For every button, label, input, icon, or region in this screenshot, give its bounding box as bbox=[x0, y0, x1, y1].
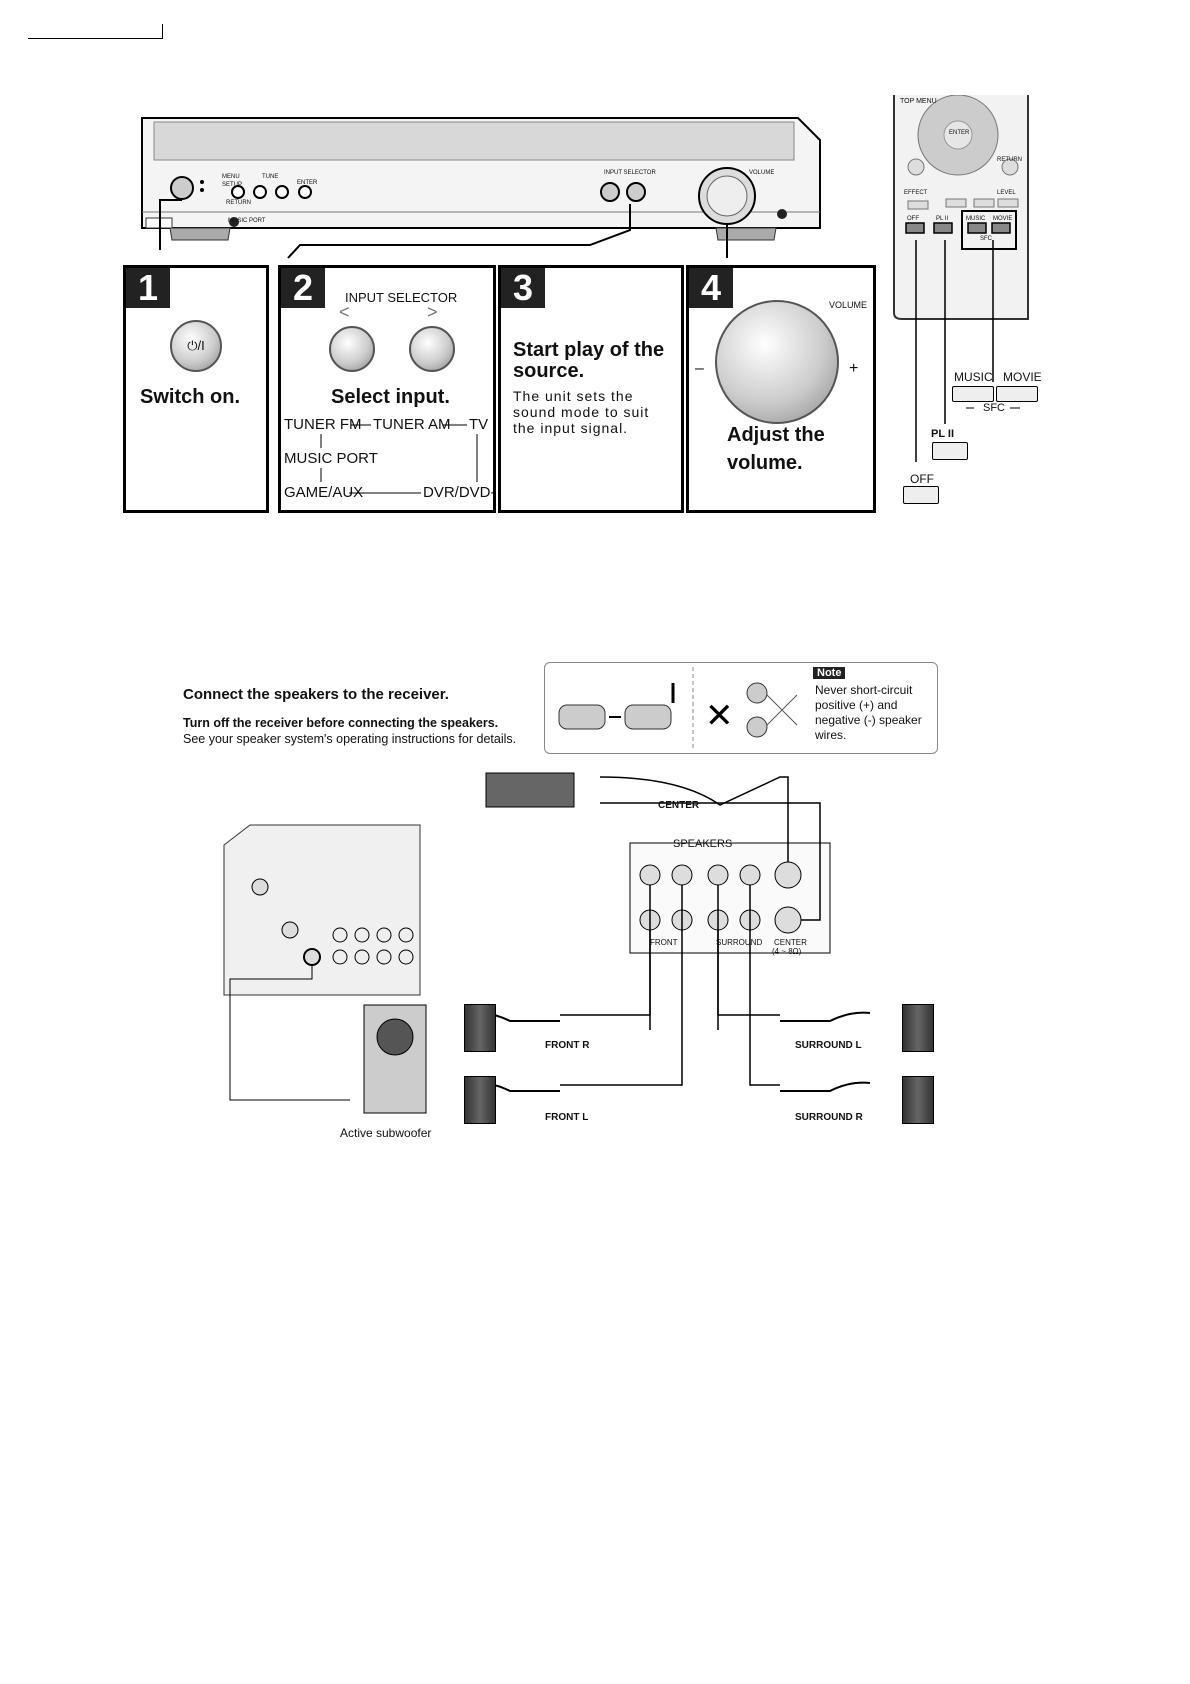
chevron-right-icon: > bbox=[427, 302, 438, 322]
receiver-front-illustration bbox=[141, 117, 821, 259]
header-rule-tick bbox=[162, 24, 163, 39]
callout-movie-label: MOVIE bbox=[1003, 370, 1042, 384]
callout-off-label: OFF bbox=[910, 472, 934, 486]
remote-movie-button[interactable]: MOVIE bbox=[993, 216, 1013, 222]
callout-music-label: MUSIC bbox=[954, 370, 993, 384]
note-badge: Note bbox=[813, 667, 846, 679]
input-tuner-fm: TUNER FM bbox=[284, 416, 362, 433]
speakers-terminal-label: SPEAKERS bbox=[673, 838, 733, 850]
callout-off-key bbox=[903, 486, 939, 504]
step-1-panel: 1 ⏻/I Switch on. bbox=[123, 265, 269, 513]
callout-plii-key bbox=[932, 442, 968, 460]
remote-music-button[interactable]: MUSIC bbox=[966, 216, 986, 222]
rcv-label-input-selector: INPUT SELECTOR bbox=[604, 170, 656, 176]
front-l-label: FRONT L bbox=[545, 1112, 589, 1123]
step-number: 2 bbox=[281, 268, 325, 308]
center-label: CENTER bbox=[658, 800, 700, 811]
remote-callout-lines bbox=[915, 240, 1020, 462]
step-3-panel: 3 Start play of the source. The unit set… bbox=[498, 265, 684, 513]
surround-l-label: SURROUND L bbox=[795, 1040, 862, 1051]
step-4-panel: 4 VOLUME – + Adjust the volume. bbox=[686, 265, 876, 513]
remote-label-level: LEVEL bbox=[997, 190, 1016, 196]
remote-off-button[interactable]: OFF bbox=[907, 216, 919, 222]
speakers-section-title: Connect the speakers to the receiver. bbox=[183, 686, 449, 703]
power-icon: ⏻/I bbox=[187, 338, 205, 353]
step-title-line2: volume. bbox=[727, 452, 803, 474]
terminal-center-ohm: (4 ~ 8Ω) bbox=[772, 947, 802, 956]
rcv-label-enter: ENTER bbox=[297, 180, 318, 186]
input-music-port: MUSIC PORT bbox=[284, 450, 378, 467]
step-number: 3 bbox=[501, 268, 545, 308]
remote-illustration bbox=[893, 95, 1029, 320]
step-title-line1: Adjust the bbox=[727, 424, 825, 446]
speakers-instruction-line1: Turn off the receiver before connecting … bbox=[183, 716, 499, 730]
input-selector-right-button[interactable] bbox=[409, 326, 455, 372]
step-number: 4 bbox=[689, 268, 733, 308]
note-text: Never short-circuit positive (+) and neg… bbox=[815, 683, 922, 742]
power-button[interactable]: ⏻/I bbox=[170, 320, 222, 372]
remote-label-sfc: SFC bbox=[980, 236, 992, 242]
note-box: ✕ Note Never short-circuit positive (+) … bbox=[544, 662, 938, 754]
remote-enter-button[interactable]: ENTER bbox=[949, 130, 970, 136]
surround-r-label: SURROUND R bbox=[795, 1112, 863, 1123]
input-selector-left-button[interactable] bbox=[329, 326, 375, 372]
step-title: Start play of the source. bbox=[513, 339, 665, 382]
rcv-label-volume: VOLUME bbox=[749, 170, 775, 176]
volume-plus: + bbox=[849, 360, 859, 377]
chevron-left-icon: < bbox=[339, 302, 350, 322]
speaker-surround-l bbox=[902, 1004, 934, 1052]
rcv-label-tune: TUNE bbox=[262, 174, 279, 180]
speaker-surround-r bbox=[902, 1076, 934, 1124]
rcv-label-setup: SETUP bbox=[222, 182, 243, 188]
speaker-front-l bbox=[464, 1076, 496, 1124]
terminal-front-label: FRONT bbox=[650, 938, 678, 947]
remote-label-top-menu: TOP MENU bbox=[900, 98, 937, 105]
speaker-wiring-diagram bbox=[223, 772, 871, 1114]
callout-music-key bbox=[952, 386, 994, 402]
input-tv: TV bbox=[469, 416, 489, 433]
svg-text:✕: ✕ bbox=[705, 696, 734, 736]
callout-movie-key bbox=[996, 386, 1038, 402]
step-title: Select input. bbox=[331, 386, 450, 408]
callout-plii-label: PL II bbox=[931, 428, 955, 440]
subwoofer-label: Active subwoofer bbox=[340, 1126, 432, 1140]
step-title: Switch on. bbox=[140, 386, 240, 408]
step-number: 1 bbox=[126, 268, 170, 308]
speaker-front-r bbox=[464, 1004, 496, 1052]
terminal-connection-illustration: ✕ bbox=[558, 667, 798, 749]
step-2-panel: 2 INPUT SELECTOR < > Select input. TUNER… bbox=[278, 265, 496, 513]
input-selector-label: INPUT SELECTOR bbox=[345, 290, 458, 305]
terminal-surround-label: SURROUND bbox=[716, 938, 763, 947]
remote-plii-button[interactable]: PL II bbox=[936, 216, 949, 222]
volume-knob[interactable] bbox=[715, 300, 839, 424]
volume-minus: – bbox=[695, 360, 704, 377]
remote-label-return: RETURN bbox=[997, 157, 1022, 163]
rcv-label-music-port: MUSIC PORT bbox=[228, 218, 266, 224]
remote-label-effect: EFFECT bbox=[904, 190, 928, 196]
rcv-label-return: RETURN bbox=[226, 200, 251, 206]
step-description: The unit sets the sound mode to suit the… bbox=[513, 388, 650, 436]
rcv-label-menu: MENU bbox=[222, 174, 240, 180]
header-rule bbox=[28, 38, 163, 39]
front-r-label: FRONT R bbox=[545, 1040, 590, 1051]
input-dvr-dvdp: DVR/DVD-P bbox=[423, 484, 496, 501]
callout-sfc-label: SFC bbox=[983, 402, 1005, 414]
input-game-aux: GAME/AUX bbox=[284, 484, 364, 501]
input-tuner-am: TUNER AM bbox=[373, 416, 451, 433]
input-cycle-arrows bbox=[320, 424, 478, 494]
terminal-center-label: CENTER bbox=[774, 938, 807, 947]
speakers-instruction-line2: See your speaker system's operating inst… bbox=[183, 732, 517, 746]
volume-label: VOLUME bbox=[829, 300, 868, 310]
